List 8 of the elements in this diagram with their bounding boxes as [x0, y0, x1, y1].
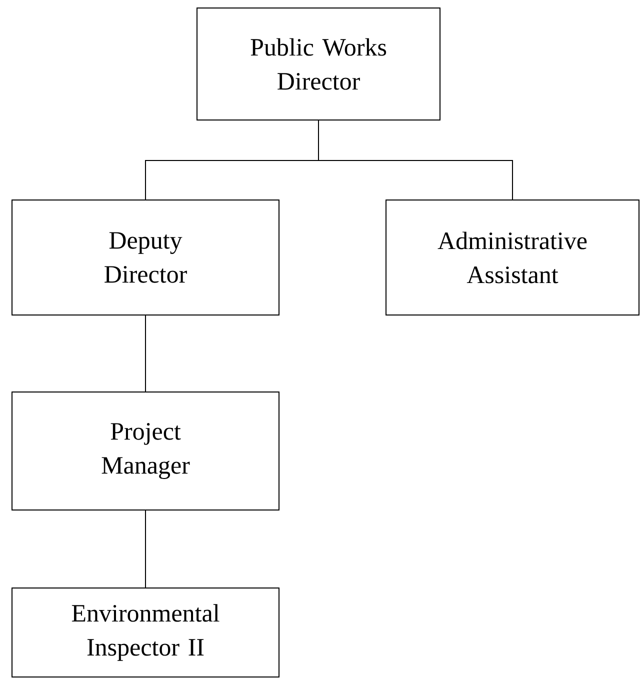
connector-line [318, 120, 513, 200]
connector-line [145, 510, 146, 588]
org-box: Project Manager [12, 392, 280, 510]
org-box: Deputy Director [12, 200, 280, 316]
org-box: Environmental Inspector II [12, 588, 280, 678]
org-box: Administrative Assistant [386, 200, 640, 316]
connector-line [145, 315, 146, 392]
org-box: Public Works Director [196, 8, 440, 120]
